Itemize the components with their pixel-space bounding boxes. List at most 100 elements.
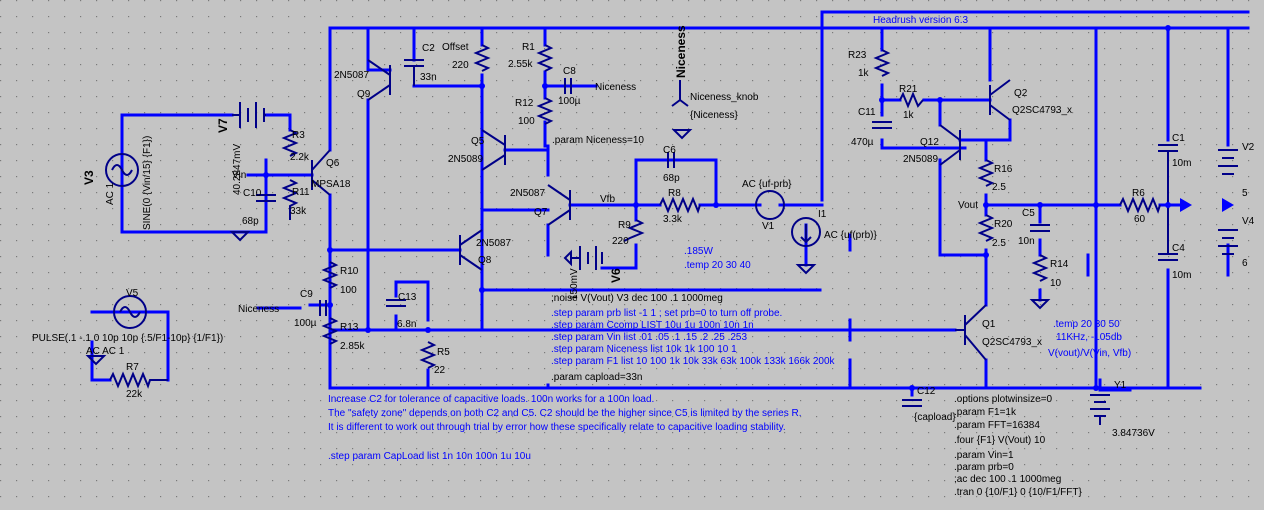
r5-value: 22 <box>434 365 446 376</box>
c4-value: 10m <box>1172 270 1191 281</box>
r5-ref: R5 <box>437 347 450 358</box>
ground-icon <box>671 129 693 140</box>
r7-symbol <box>109 371 168 389</box>
c2-symbol <box>404 59 424 86</box>
r11-ref: R11 <box>292 187 310 198</box>
q5-symbol <box>481 129 506 171</box>
v7-ref: V7 <box>216 118 230 133</box>
r12-ref: R12 <box>515 98 534 109</box>
niceness-net-c9: Niceness <box>238 304 279 315</box>
c5-ref: C5 <box>1022 208 1035 219</box>
directive-right-7: .tran 0 {10/F1} 0 {10/F1/FFT} <box>954 487 1083 498</box>
temp-directive-2: .temp 20 30 50 <box>1053 319 1120 330</box>
c1-ref: C1 <box>1172 133 1185 144</box>
r21-symbol <box>899 91 924 109</box>
c12-value: {capload} <box>914 412 956 423</box>
directive-right-6: ;ac dec 100 .1 1000meg <box>954 474 1061 485</box>
q2-symbol <box>989 79 1011 121</box>
vout-label: Vout <box>958 200 978 211</box>
r23-value: 1k <box>858 68 870 79</box>
q12-value: 2N5089 <box>903 154 938 165</box>
c13-ref: C13 <box>398 292 417 303</box>
r8-ref: R8 <box>668 188 681 199</box>
c9-ref: C9 <box>300 289 313 300</box>
q7-value: 2N5087 <box>510 188 545 199</box>
r1-ref: R1 <box>522 42 535 53</box>
r16-symbol <box>977 159 995 187</box>
niceness-knob-arrow <box>671 80 689 107</box>
r3-value: 2.2k <box>290 152 310 163</box>
q8-ref: Q8 <box>478 255 492 266</box>
niceness-knob-label: Niceness_knob <box>690 92 759 103</box>
offset-value: 220 <box>452 60 469 71</box>
c11-symbol <box>872 121 892 129</box>
niceness-param: .param Niceness=10 <box>552 135 644 146</box>
c8-value: 100µ <box>558 96 581 107</box>
r7-ref: R7 <box>126 362 139 373</box>
q1-ref: Q1 <box>982 319 996 330</box>
q1-value: Q2SC4793_x <box>982 337 1042 348</box>
r12-symbol <box>536 97 554 125</box>
q12-ref: Q12 <box>920 137 939 148</box>
ground-icon <box>795 264 817 275</box>
y1-symbol <box>1090 394 1110 425</box>
v3-type: AC 1 <box>105 182 116 205</box>
v1-value: AC {uf-prb} <box>742 179 792 190</box>
r3-ref: R3 <box>292 130 305 141</box>
directive-right-3: .four {F1} V(Vout) 10 <box>954 435 1046 446</box>
r20-ref: R20 <box>994 219 1013 230</box>
ground-icon <box>563 249 572 267</box>
q7-ref: Q7 <box>534 207 548 218</box>
v5-ref: V5 <box>126 288 139 299</box>
c10-symbol <box>256 194 276 202</box>
q9-ref: Q9 <box>357 89 371 100</box>
q1-symbol <box>955 304 987 361</box>
q9-value: 2N5087 <box>334 70 369 81</box>
r14-symbol <box>1031 254 1049 282</box>
output-arrow-icon <box>1180 198 1192 212</box>
vfb-label: Vfb <box>600 194 615 205</box>
c1-value: 10m <box>1172 158 1191 169</box>
step-niceness-directive: .step param Niceness list 10k 1k 100 10 … <box>551 344 737 355</box>
v7-value: 40.2847mV <box>232 144 243 195</box>
v2-symbol <box>1218 149 1238 175</box>
c11-ref: C11 <box>858 107 876 118</box>
directive-right-0: .options plotwinsize=0 <box>954 394 1053 405</box>
niceness-net-c8: Niceness <box>595 82 636 93</box>
component-labels: Headrush version 6.3 V3 AC 1 SINE(0 {Vin… <box>32 15 1255 439</box>
v2-ref: V2 <box>1242 142 1255 153</box>
r8-value: 3.3k <box>663 214 683 225</box>
step-ccomp-directive: .step param Ccomp LIST 10u 1u 100n 10n 1… <box>551 320 754 331</box>
r21-ref: R21 <box>899 84 918 95</box>
r21-value: 1k <box>903 110 915 121</box>
r10-value: 100 <box>340 285 357 296</box>
c12-ref: C12 <box>917 386 936 397</box>
i1-ref: I1 <box>818 209 827 220</box>
v2-value: 5 <box>1242 188 1248 199</box>
r6-symbol <box>1119 196 1161 214</box>
r3-symbol <box>281 129 299 157</box>
q7-symbol <box>547 184 571 226</box>
q5-value: 2N5089 <box>448 154 483 165</box>
c13-symbol <box>386 299 406 307</box>
q9-symbol <box>367 59 391 101</box>
step-f1-directive: .step param F1 list 10 100 1k 10k 33k 63… <box>551 356 836 367</box>
r23-ref: R23 <box>848 50 867 61</box>
c5-value: 10n <box>1018 236 1035 247</box>
r14-ref: R14 <box>1050 259 1069 270</box>
offset-resistor-symbol <box>473 44 491 72</box>
c10-ref: C10 <box>243 188 262 199</box>
i1-value: AC {uf(prb)} <box>824 230 877 241</box>
c2-ref: C2 <box>422 43 435 54</box>
step-vin-directive: .step param Vin list .01 .05 .1 .15 .2 .… <box>551 332 747 343</box>
v6-symbol <box>570 246 603 270</box>
directive-right-1: .param F1=1k <box>954 407 1017 418</box>
v5-symbol <box>113 295 147 329</box>
v4-ref: V4 <box>1242 216 1255 227</box>
q6-ref: Q6 <box>326 158 340 169</box>
r9-symbol <box>623 219 645 242</box>
c4-ref: C4 <box>1172 243 1185 254</box>
q8-symbol <box>459 229 483 271</box>
r10-ref: R10 <box>340 266 359 277</box>
c6-ref: C6 <box>663 145 676 156</box>
